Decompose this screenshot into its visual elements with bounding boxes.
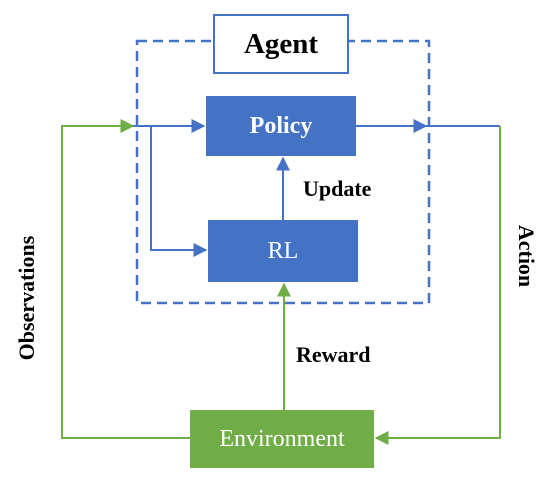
input-to-rl-edge	[150, 126, 208, 257]
policy-box	[206, 96, 356, 156]
environment-box	[190, 410, 374, 468]
policy-label: Policy	[249, 112, 313, 139]
rl-label: RL	[267, 237, 299, 264]
reward-edge-label: Reward	[296, 342, 371, 367]
action-edge-label: Action	[514, 224, 539, 288]
agent-title: Agent	[243, 27, 319, 60]
rl-box	[208, 220, 358, 282]
agent-title-box	[213, 14, 349, 74]
environment-label: Environment	[219, 425, 345, 452]
observations-edge	[61, 119, 190, 439]
update-edge-label: Update	[303, 176, 372, 201]
observations-edge-label: Observations	[14, 235, 39, 361]
action-edge	[374, 126, 501, 445]
